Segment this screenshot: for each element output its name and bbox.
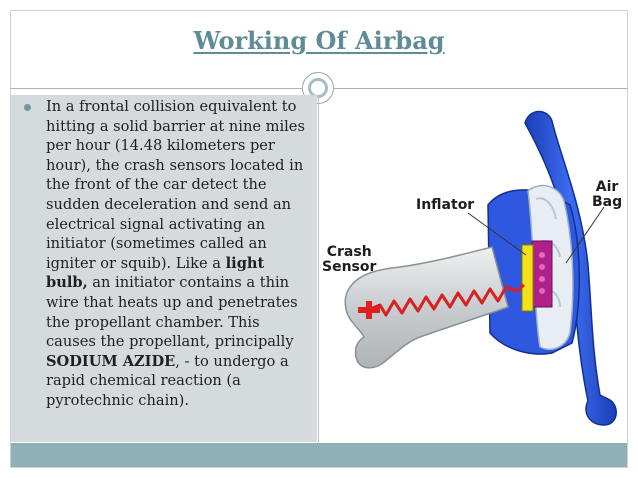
footer-band	[11, 443, 627, 467]
steering-column-icon	[344, 246, 509, 369]
bullet-paragraph: In a frontal collision equivalent to hit…	[46, 97, 308, 411]
crash-sensor-label: Crash Sensor	[322, 245, 376, 275]
airbag-label-line2: Bag	[592, 194, 623, 210]
crash-sensor-label-line1: Crash	[326, 244, 372, 260]
body-text-part3: , - to undergo a rapid chemical reaction…	[46, 352, 289, 409]
slide-frame	[10, 10, 628, 468]
slide-title: Working Of Airbag	[193, 26, 445, 55]
bullet-icon	[24, 104, 31, 111]
body-text-part2: an initiator contains a thin wire that h…	[46, 274, 298, 351]
inflator-label: Inflator	[416, 197, 475, 213]
inflator-icon	[521, 240, 553, 312]
text-panel	[11, 95, 317, 442]
crash-sensor-icon	[358, 283, 525, 319]
body-bold-light-bulb: light bulb,	[46, 254, 265, 292]
airbag-label: Air Bag	[592, 180, 622, 210]
body-bold-sodium-azide: SODIUM AZIDE	[46, 352, 176, 370]
airbag-diagram: Inflator Air Bag Crash Sensor	[320, 95, 627, 442]
inflator-leader-line	[467, 212, 527, 256]
airbag-diagram-svg	[344, 110, 617, 426]
crash-sensor-label-line2: Sensor	[322, 259, 377, 275]
panel-separator	[318, 95, 319, 442]
body-text-part1: In a frontal collision equivalent to hit…	[46, 98, 305, 272]
airbag-label-line1: Air	[595, 179, 619, 195]
airbag-leader-line	[565, 206, 605, 264]
